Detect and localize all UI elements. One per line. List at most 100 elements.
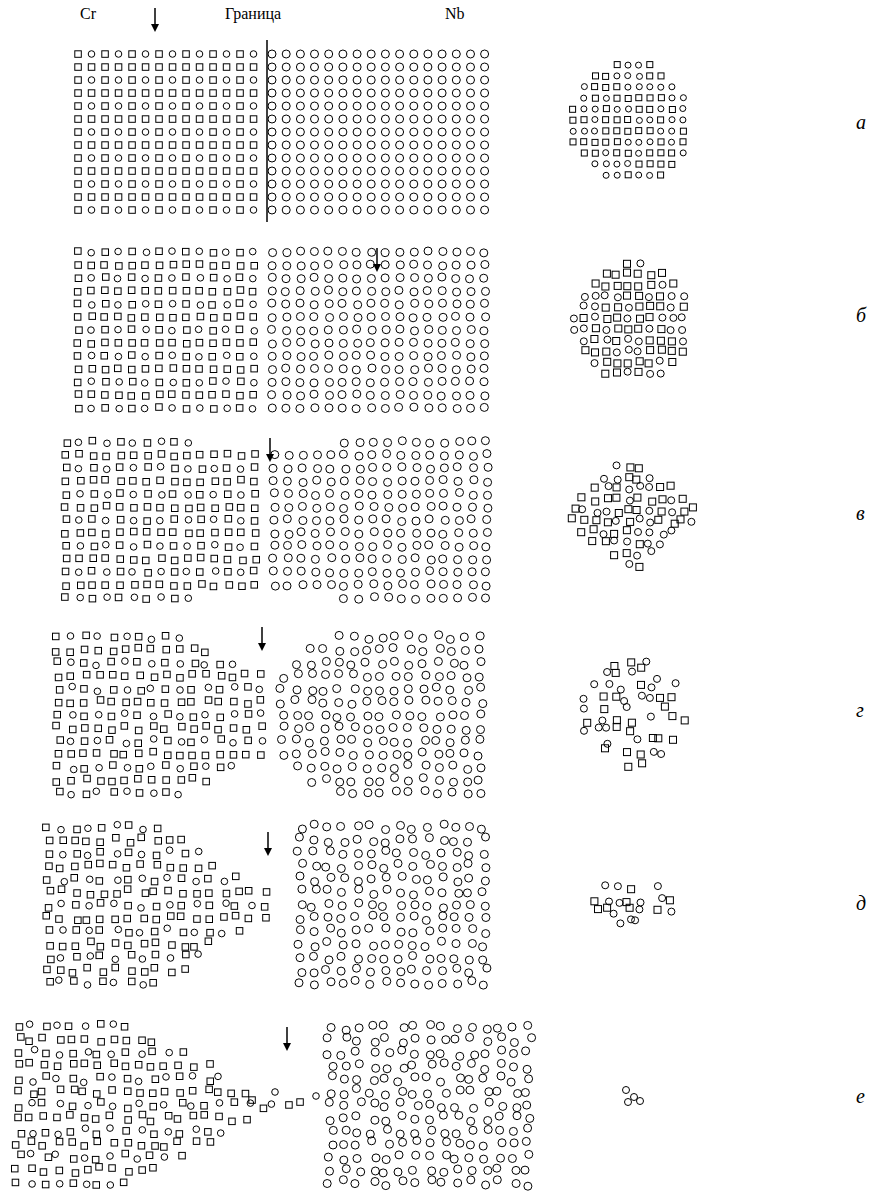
nb-atom xyxy=(468,437,476,445)
cr-atom xyxy=(115,926,122,933)
cr-atom xyxy=(69,970,76,977)
nb-atom xyxy=(470,464,478,472)
cr-atom xyxy=(84,775,91,782)
nb-atom xyxy=(352,378,360,386)
nb-atom xyxy=(439,248,447,256)
nb-atom xyxy=(270,516,278,524)
nb-atom xyxy=(381,274,389,282)
cr-atom xyxy=(129,194,136,201)
nb-atom xyxy=(463,674,471,682)
nb-atom xyxy=(405,631,413,639)
nb-atom xyxy=(351,685,359,693)
cr-atom xyxy=(58,967,65,974)
cr-atom xyxy=(102,477,109,484)
nb-atom xyxy=(481,877,489,885)
cr-atom xyxy=(250,77,257,84)
cr-atom xyxy=(189,775,196,782)
nb-atom xyxy=(426,567,434,575)
cr-atom xyxy=(212,505,219,512)
cr-atom xyxy=(142,116,149,123)
nb-atom xyxy=(395,353,403,361)
nb-atom xyxy=(284,567,292,575)
cr-atom xyxy=(109,861,116,868)
nb-atom xyxy=(396,391,404,399)
cr-atom xyxy=(197,313,204,320)
cr-atom xyxy=(184,543,191,550)
nb-atom xyxy=(322,966,330,974)
nb-atom xyxy=(367,351,375,359)
cr-atom xyxy=(137,861,144,868)
nb-atom xyxy=(353,141,361,149)
nb-atom xyxy=(411,980,419,988)
nb-atom xyxy=(283,313,291,321)
nb-atom xyxy=(390,698,398,706)
cr-atom xyxy=(77,505,84,512)
cr-atom xyxy=(223,129,230,136)
cr-atom xyxy=(75,194,82,201)
cr-atom xyxy=(122,1049,129,1056)
nb-atom xyxy=(382,365,390,373)
nb-atom xyxy=(325,128,333,136)
cr-atom xyxy=(110,672,117,679)
cr-atom xyxy=(102,339,109,346)
cr-atom xyxy=(211,315,218,322)
cr-atom xyxy=(53,762,60,769)
nb-atom xyxy=(282,378,290,386)
cr-atom xyxy=(210,378,217,385)
nb-atom xyxy=(436,713,444,721)
cr-atom xyxy=(154,862,161,869)
cr-atom xyxy=(116,504,123,511)
nb-atom xyxy=(467,167,475,175)
nb-atom xyxy=(424,206,432,214)
nb-atom xyxy=(325,180,333,188)
nb-atom xyxy=(410,128,418,136)
cr-atom xyxy=(144,541,151,548)
nb-atom xyxy=(352,287,360,295)
cr-atom xyxy=(170,379,177,386)
nb-atom xyxy=(370,942,378,950)
nb-atom xyxy=(311,128,319,136)
cr-atom xyxy=(156,155,163,162)
cr-atom xyxy=(197,569,204,576)
nb-atom xyxy=(424,274,432,282)
cr-atom xyxy=(238,529,245,536)
nb-atom xyxy=(308,696,316,704)
cr-atom xyxy=(249,902,256,909)
nb-atom xyxy=(395,366,403,374)
cr-atom xyxy=(102,249,109,256)
nb-atom xyxy=(481,206,489,214)
nb-atom xyxy=(369,463,377,471)
nb-atom xyxy=(268,325,276,333)
cr-atom xyxy=(223,352,230,359)
nb-atom xyxy=(438,206,446,214)
cr-atom xyxy=(183,261,190,268)
cr-atom xyxy=(114,891,121,898)
nb-atom xyxy=(326,517,334,525)
cr-atom xyxy=(82,1023,89,1030)
cr-atom xyxy=(194,891,201,898)
nb-atom xyxy=(370,528,378,536)
nb-atom xyxy=(310,273,318,281)
cr-atom xyxy=(82,1125,89,1132)
nb-atom xyxy=(268,378,276,386)
cr-atom xyxy=(102,392,109,399)
cr-atom xyxy=(196,181,203,188)
cr-atom xyxy=(108,658,115,665)
cr-atom xyxy=(197,275,204,282)
cr-atom xyxy=(95,711,102,718)
cr-atom xyxy=(163,789,170,796)
nb-atom xyxy=(380,955,388,963)
nb-atom xyxy=(412,517,420,525)
nb-atom xyxy=(353,167,361,175)
cr-atom xyxy=(155,288,162,295)
cr-atom xyxy=(63,516,69,523)
cr-atom xyxy=(88,262,95,269)
cr-atom xyxy=(97,943,104,950)
cr-atom xyxy=(150,736,157,743)
nb-atom xyxy=(396,154,404,162)
cr-atom xyxy=(100,978,107,985)
cr-atom xyxy=(145,570,152,577)
nb-atom xyxy=(370,838,378,846)
cr-atom xyxy=(176,635,183,642)
cr-atom xyxy=(71,875,78,882)
